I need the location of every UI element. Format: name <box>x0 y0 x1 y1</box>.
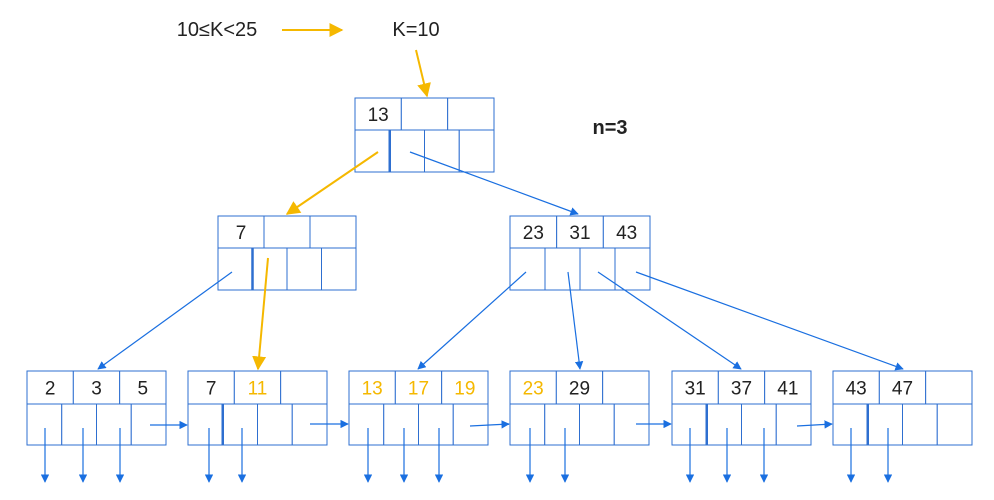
key-cell <box>348 370 396 405</box>
key-value: 31 <box>569 223 590 244</box>
search-entry-arrow <box>415 49 431 98</box>
key-cell <box>187 370 235 405</box>
pointer-cell <box>741 403 777 446</box>
pointer-cell <box>222 403 258 446</box>
key-cell <box>717 370 766 405</box>
pointer-cell <box>291 403 328 446</box>
key-value: 29 <box>569 379 590 400</box>
pointer-cell <box>509 403 546 446</box>
child-pointer-arrow <box>567 271 584 370</box>
pointer-cell <box>458 129 495 173</box>
sibling-pointer-arrow <box>469 420 510 429</box>
pointer-cell <box>775 403 812 446</box>
child-pointer-arrow <box>597 271 742 370</box>
pointer-cell <box>832 403 869 446</box>
pointer-cell <box>257 403 293 446</box>
pointer-cell <box>509 247 546 291</box>
key-cell <box>764 370 812 405</box>
key-value: 13 <box>362 379 383 400</box>
search-path-arrow <box>285 151 379 215</box>
key-cell <box>217 215 265 249</box>
child-pointer-arrow <box>635 271 904 371</box>
pointer-cell <box>187 403 224 446</box>
key-cell <box>447 97 495 131</box>
key-cell <box>925 370 973 405</box>
pointer-cell <box>902 403 938 446</box>
pointer-cell <box>706 403 742 446</box>
key-cell <box>400 97 449 131</box>
sibling-pointer-arrow <box>796 420 833 429</box>
key-value: 43 <box>846 379 867 400</box>
pointer-cell <box>614 247 651 291</box>
child-pointer-arrow <box>97 271 233 370</box>
leaf-node: 13 17 19 <box>348 370 489 446</box>
key-value: 41 <box>777 379 798 400</box>
key-cell <box>280 370 328 405</box>
pointer-cell <box>544 247 581 291</box>
pointer-cell <box>418 403 454 446</box>
key-cell <box>119 370 167 405</box>
pointer-cell <box>936 403 973 446</box>
key-value: 3 <box>91 379 102 400</box>
pointer-cell <box>671 403 708 446</box>
key-cell <box>263 215 311 249</box>
key-cell <box>509 215 558 249</box>
pointer-arrows <box>40 151 904 483</box>
pointer-cell <box>544 403 580 446</box>
key-value: 7 <box>236 223 247 244</box>
leaf-node: 31 37 41 <box>671 370 812 446</box>
pointer-cell <box>26 403 63 446</box>
order-label: n=3 <box>592 117 627 139</box>
key-value: 5 <box>138 379 149 400</box>
internal-node-left: 7 <box>217 215 357 291</box>
pointer-cell <box>383 403 419 446</box>
key-cell <box>441 370 489 405</box>
key-value: 19 <box>454 379 475 400</box>
pointer-cell <box>354 129 391 173</box>
pointer-cell <box>61 403 97 446</box>
key-value: 11 <box>248 379 268 400</box>
pointer-cell <box>348 403 385 446</box>
root-node: 13 <box>354 97 495 173</box>
pointer-cell <box>389 129 425 173</box>
query-range-label: 10≤K<25 <box>177 19 258 41</box>
key-cell <box>309 215 357 249</box>
key-value: 23 <box>523 223 544 244</box>
search-path-arrow <box>252 257 269 371</box>
pointer-cell <box>252 247 288 291</box>
key-cell <box>602 370 650 405</box>
key-value: 23 <box>523 379 544 400</box>
key-value: 31 <box>685 379 706 400</box>
pointer-cell <box>867 403 903 446</box>
key-value: 17 <box>408 379 429 400</box>
child-pointer-arrow <box>409 151 579 216</box>
pointer-cell <box>96 403 132 446</box>
pointer-cell <box>452 403 489 446</box>
key-cell <box>671 370 719 405</box>
pointer-cell <box>321 247 357 291</box>
key-value: 13 <box>368 105 389 126</box>
leaf-node: 43 47 <box>832 370 973 446</box>
leaf-node: 23 29 <box>509 370 650 446</box>
key-value: 7 <box>206 379 217 400</box>
key-value: 37 <box>731 379 752 400</box>
child-pointer-arrow <box>417 271 527 370</box>
pointer-cell <box>579 247 616 291</box>
pointer-cell <box>424 129 460 173</box>
pointer-cell <box>286 247 322 291</box>
internal-node-right: 23 31 43 <box>509 215 651 291</box>
pointer-cell <box>579 403 615 446</box>
key-cell <box>394 370 443 405</box>
key-value: 43 <box>616 223 637 244</box>
key-value: 2 <box>45 379 56 400</box>
key-value: 47 <box>892 379 913 400</box>
search-key-label: K=10 <box>392 19 439 41</box>
pointer-cell <box>217 247 253 291</box>
leaf-node: 7 11 <box>187 370 328 446</box>
leaf-node: 2 3 5 <box>26 370 167 446</box>
